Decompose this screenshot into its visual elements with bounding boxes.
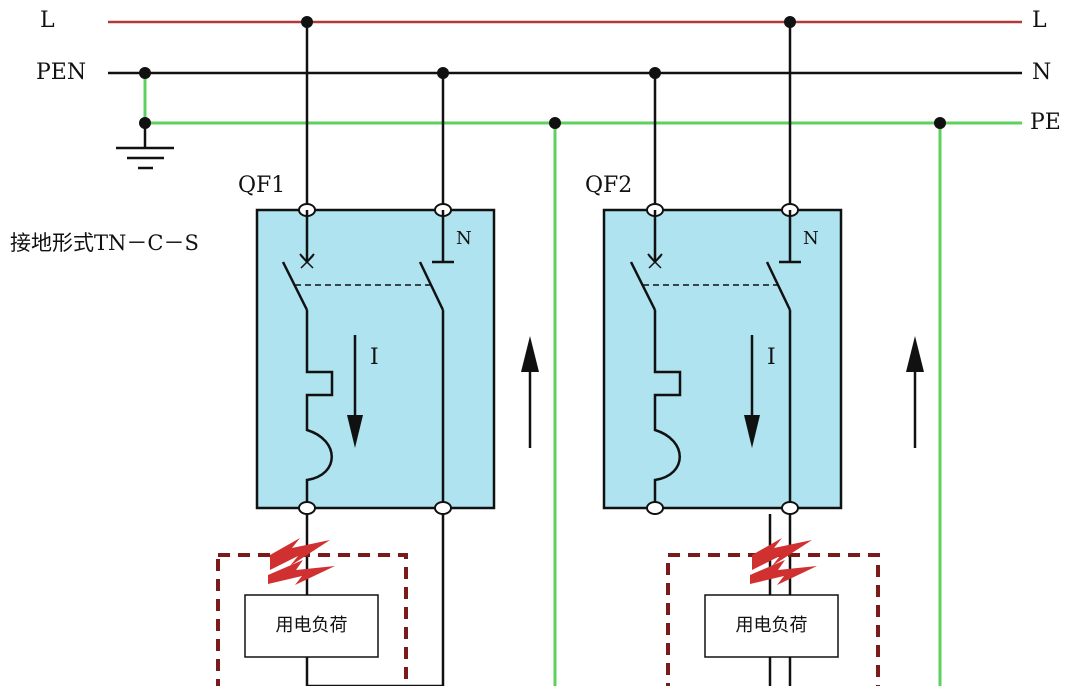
breaker-qf2-body [602,208,843,510]
junction-dots [139,16,946,129]
breaker-qf2-name: QF2 [585,173,633,198]
breaker-qf1-body [255,208,496,510]
load-box-1-label: 用电负荷 [275,615,348,636]
label-l-right: L [1032,8,1047,33]
earth-icon [116,123,174,170]
load-box-1 [244,594,379,658]
label-n: N [1032,60,1052,85]
breaker-qf1 [255,22,496,515]
breaker-qf1-current-label: I [370,345,379,370]
load-box-2-label: 用电负荷 [735,615,808,636]
label-pe: PE [1030,110,1061,135]
label-l-left: L [40,8,55,33]
fault-lightning-icon [750,538,817,585]
breaker-qf1-neutral-mark: N [456,228,472,249]
label-pen: PEN [36,60,87,85]
breaker-qf2-current-label: I [767,345,776,370]
fault-zone-1 [216,553,408,686]
return-arrow-up-icon [906,336,924,448]
breaker-qf2-neutral-mark: N [803,228,819,249]
load-box-2 [704,594,839,658]
breaker-qf1-name: QF1 [238,173,286,198]
breaker-qf2 [602,22,843,515]
fault-lightning-icon [268,538,335,585]
return-arrow-up-icon [521,336,539,448]
label-grounding-type: 接地形式TN－C－S [10,231,199,255]
